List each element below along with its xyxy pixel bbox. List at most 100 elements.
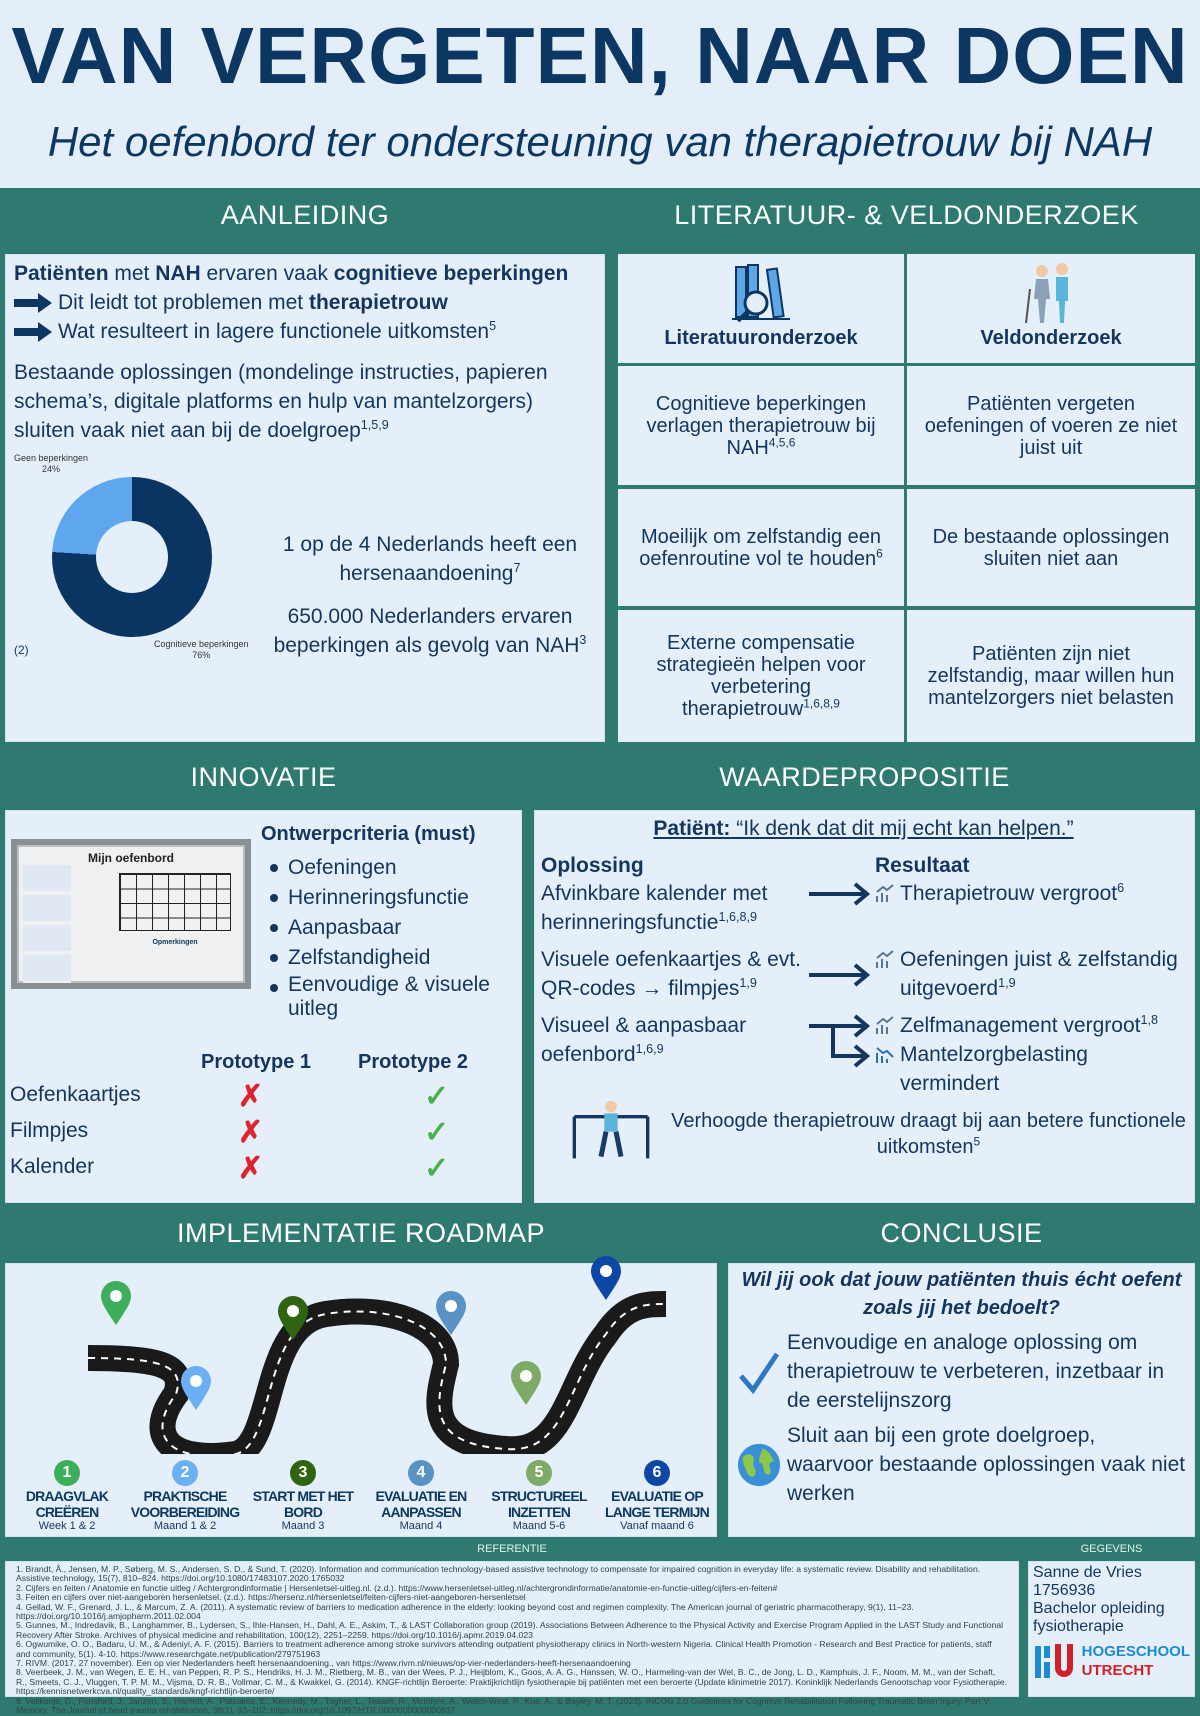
step-number: 3 <box>290 1460 316 1486</box>
board-title: Mijn oefenbord <box>88 851 174 865</box>
step-timing: Week 1 & 2 <box>38 1520 96 1532</box>
map-pin-icon <box>101 1281 131 1325</box>
poster-subtitle: Het oefenbord ter ondersteuning van ther… <box>47 118 1153 165</box>
student-number: 1756936 <box>1033 1582 1096 1599</box>
step-number: 5 <box>526 1460 552 1486</box>
intro-text: Patiënten met NAH ervaren vaak cognitiev… <box>14 262 569 285</box>
step-label: EVALUATIE OP LANGE TERMIJN <box>605 1488 710 1520</box>
calendar-grid <box>119 873 231 931</box>
donut-hole <box>96 521 168 593</box>
veld-header: Veldonderzoek <box>907 254 1195 363</box>
resultaat-header: Resultaat <box>875 854 970 877</box>
criterion: Eenvoudige & visuele uitleg <box>266 973 518 1021</box>
lit-finding-3: Externe compensatie strategieën helpen v… <box>618 610 904 742</box>
criterion: Aanpasbaar <box>266 913 518 943</box>
step-number: 1 <box>54 1460 80 1486</box>
feature-label: Filmpjes <box>10 1119 89 1142</box>
lit-finding-2: Moeilijk om zelfstandig een oefenroutine… <box>618 489 904 606</box>
map-pin-icon <box>436 1291 466 1335</box>
decline-chart-icon <box>876 1047 894 1063</box>
step-timing: Maand 5-6 <box>512 1520 566 1532</box>
criteria-title: Ontwerpcriteria (must) <box>261 823 476 845</box>
cross-icon: ✗ <box>238 1080 264 1113</box>
patient-rehab-bars-icon <box>572 1100 650 1159</box>
lit-header: Literatuuronderzoek <box>618 254 904 363</box>
veld-finding-3: Patiënten zijn niet zelfstandig, maar wi… <box>907 610 1195 742</box>
solution-3: Visueel & aanpasbaar oefenbord1,6,9 <box>541 1014 747 1066</box>
section-heading-conclusie: CONCLUSIE <box>880 1218 1043 1248</box>
poster-title: VAN VERGETEN, NAAR DOEN <box>11 11 1189 100</box>
growth-chart-icon <box>876 884 894 902</box>
result-1: Therapietrouw vergroot6 <box>875 879 1186 908</box>
reference-item: 6. Ogwumike, O. O., Badaru, U. M., & Ade… <box>16 1639 992 1659</box>
step-timing: Maand 3 <box>281 1520 325 1532</box>
logo-text-1: HOGESCHOOL <box>1081 1643 1190 1660</box>
step-label: START MET HET BORD <box>252 1488 354 1520</box>
conclusie-panel: Wil jij ook dat jouw patiënten thuis éch… <box>728 1263 1195 1537</box>
step-timing: Maand 1 & 2 <box>153 1520 217 1532</box>
feature-label: Oefenkaartjes <box>10 1083 141 1106</box>
cross-icon: ✗ <box>238 1152 264 1185</box>
feature-label: Kalender <box>10 1155 95 1178</box>
solution-1: Afvinkbare kalender met herinneringsfunc… <box>541 882 768 934</box>
solution-2: Visuele oefenkaartjes & evt. QR-codes → … <box>541 948 801 1000</box>
patient-quote: Patiënt: “Ik denk dat dit mij echt kan h… <box>653 817 1074 840</box>
value-row-1: Afvinkbare kalender met herinneringsfunc… <box>541 879 1186 937</box>
existing-solutions-text: Bestaande oplossingen (mondelinge instru… <box>14 361 548 442</box>
reference-item: 5. Gunnes, M., Indredavik, B., Langhamme… <box>16 1620 1004 1640</box>
result-3b: Mantelzorgbelasting vermindert <box>875 1040 1186 1098</box>
reference-item: 1. Brandt, Å., Jensen, M. P., Søberg, M.… <box>16 1564 981 1584</box>
gegevens-heading: GEGEVENS <box>1080 1543 1143 1555</box>
waarde-panel: Patiënt: “Ik denk dat dit mij echt kan h… <box>534 810 1195 1203</box>
section-heading-waardepropositie: WAARDEPROPOSITIE <box>719 762 1010 792</box>
check-icon: ✓ <box>424 1152 450 1185</box>
section-heading-aanleiding: AANLEIDING <box>220 200 390 230</box>
conclusie-row-1: Eenvoudige en analoge oplossing om thera… <box>737 1328 1186 1415</box>
road-illustration <box>87 1291 667 1454</box>
conclusie-point-2: Sluit aan bij een grote doelgroep, waarv… <box>787 1424 1186 1505</box>
lit-title: Literatuuronderzoek <box>664 327 858 349</box>
gegevens-panel: Sanne de Vries 1756936 Bachelor opleidin… <box>1028 1561 1195 1697</box>
step-number: 2 <box>172 1460 198 1486</box>
check-icon: ✓ <box>424 1116 450 1149</box>
stat-hersenaandoening: 1 op de 4 Nederlands heeft een hersenaan… <box>282 533 578 585</box>
books-magnifier-icon <box>732 264 790 323</box>
veld-finding-1: Patiënten vergeten oefeningen of voeren … <box>907 366 1195 485</box>
map-pin-icon <box>511 1361 541 1405</box>
step-timing: Maand 4 <box>399 1520 443 1532</box>
step-label: PRAKTISCHE VOORBEREIDING <box>130 1488 240 1520</box>
arrow-right-icon <box>809 963 871 987</box>
chart-source: (2) <box>14 643 29 657</box>
criterion: Herinneringsfunctie <box>266 883 518 913</box>
reference-item: 2. Cijfers en feiten / Anatomie en funct… <box>16 1582 778 1593</box>
growth-chart-icon <box>876 1016 894 1034</box>
reference-item: 4. Gellad, W. F., Grenard, J. L., & Marc… <box>16 1601 914 1622</box>
step-number: 4 <box>408 1460 434 1486</box>
exercise-cards <box>23 865 71 983</box>
map-pin-icon <box>278 1296 308 1340</box>
criterion: Zelfstandigheid <box>266 943 518 973</box>
board-notes: Opmerkingen <box>152 939 198 946</box>
conclusie-question: Wil jij ook dat jouw patiënten thuis éch… <box>741 1269 1182 1319</box>
therapist-patient-icon <box>1025 263 1068 324</box>
referentie-panel: 1. Brandt, Å., Jensen, M. P., Søberg, M.… <box>5 1561 1019 1715</box>
section-heading-literatuur: LITERATUUR- & VELDONDERZOEK <box>674 200 1139 230</box>
check-icon: ✓ <box>424 1080 450 1113</box>
poster-header: VAN VERGETEN, NAAR DOEN Het oefenbord te… <box>0 0 1200 188</box>
study-program: Bachelor opleiding fysiotherapie <box>1033 1600 1165 1635</box>
waarde-footer-row: Verhoogde therapietrouw draagt bij aan b… <box>541 1100 1186 1160</box>
arrow-right-icon <box>14 321 52 342</box>
veld-title: Veldonderzoek <box>980 327 1122 349</box>
reference-item: 7. RIVM. (2017, 27 november). Een op vie… <box>16 1658 631 1669</box>
waarde-footer: Verhoogde therapietrouw draagt bij aan b… <box>671 1110 1186 1158</box>
result-2: Oefeningen juist & zelfstandig uitgevoer… <box>875 945 1186 1003</box>
innovatie-panel: Mijn oefenbord Opmerkingen Ontwerpcriter… <box>5 810 522 1203</box>
result-3a: Zelfmanagement vergroot1,8 <box>875 1011 1186 1040</box>
map-pin-icon <box>591 1256 621 1300</box>
